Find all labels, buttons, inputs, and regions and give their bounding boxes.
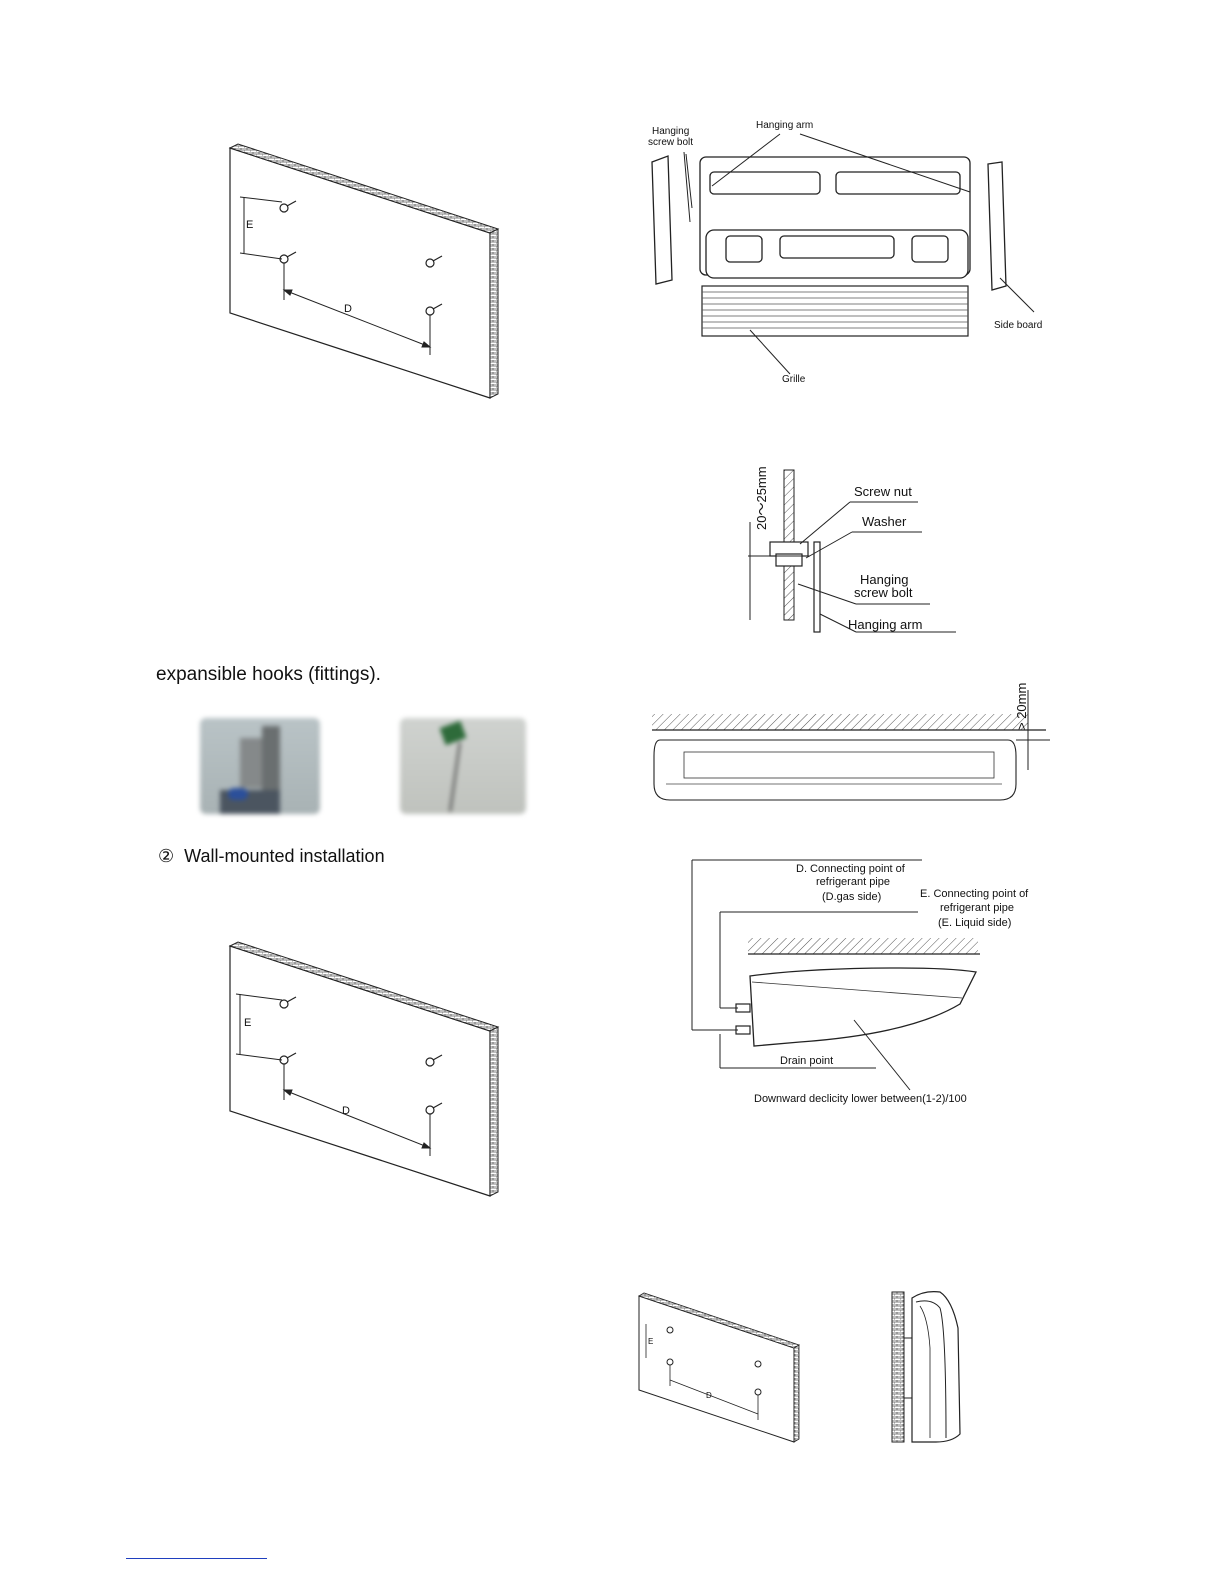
unit-parts-diagram: Hanging screw bolt Hanging arm Side boar… bbox=[648, 120, 1042, 385]
label-d-point-2: refrigerant pipe bbox=[816, 876, 890, 888]
label-grille: Grille bbox=[782, 374, 806, 385]
label-d: D bbox=[342, 1105, 350, 1117]
label-hanging-screw-bolt-1: Hanging bbox=[652, 126, 689, 137]
label-e: E bbox=[244, 1017, 251, 1029]
label-drain-point: Drain point bbox=[780, 1055, 833, 1067]
label-hanging-arm: Hanging arm bbox=[756, 120, 813, 131]
wall-mounted-title: Wall-mounted installation bbox=[184, 846, 385, 866]
hooks-text-line: expansible hooks (fittings). bbox=[156, 664, 381, 685]
wall-bolt-layout-diagram-bottom: E D bbox=[228, 941, 500, 1197]
label-d: D bbox=[706, 1391, 712, 1400]
wall-bolt-layout-diagram-top: E D bbox=[228, 143, 500, 399]
label-e-point-2: refrigerant pipe bbox=[940, 902, 1014, 914]
label-e-point-1: E. Connecting point of bbox=[920, 888, 1029, 900]
label-d-point-3: (D.gas side) bbox=[822, 891, 881, 903]
label-bolt-dimension: 20～25mm bbox=[754, 466, 769, 530]
label-e-point-3: (E. Liquid side) bbox=[938, 917, 1011, 929]
label-d: D bbox=[344, 303, 352, 315]
label-bolt-1: Hanging bbox=[860, 572, 908, 587]
hooks-photo-right bbox=[400, 718, 526, 814]
label-hanging-screw-bolt-2: screw bolt bbox=[648, 137, 693, 148]
label-screw-nut: Screw nut bbox=[854, 484, 912, 499]
ceiling-gap-diagram: > 20mm bbox=[652, 683, 1050, 801]
pipe-connection-diagram: D. Connecting point of refrigerant pipe … bbox=[691, 859, 1029, 1105]
label-hanging-arm-detail: Hanging arm bbox=[848, 617, 922, 632]
wall-mounted-marker: ② bbox=[158, 846, 175, 866]
wall-mounted-heading: ② Wall-mounted installation bbox=[158, 846, 385, 867]
label-bolt-2: screw bolt bbox=[854, 585, 913, 600]
label-washer: Washer bbox=[862, 514, 907, 529]
hooks-photo-left bbox=[200, 718, 320, 814]
wall-bolt-layout-diagram-small: E D bbox=[638, 1292, 800, 1443]
label-declivity: Downward declicity lower between(1-2)/10… bbox=[754, 1093, 967, 1105]
label-side-board: Side board bbox=[994, 320, 1042, 331]
label-e: E bbox=[648, 1337, 653, 1346]
label-gap-dimension: > 20mm bbox=[1014, 683, 1029, 730]
label-d-point-1: D. Connecting point of bbox=[796, 863, 906, 875]
unit-side-profile-diagram bbox=[891, 1291, 961, 1443]
bolt-detail-diagram: 20～25mm Screw nut Washer Hanging screw b… bbox=[748, 466, 956, 633]
footer-link-underline bbox=[126, 1558, 267, 1559]
label-e: E bbox=[246, 219, 253, 231]
